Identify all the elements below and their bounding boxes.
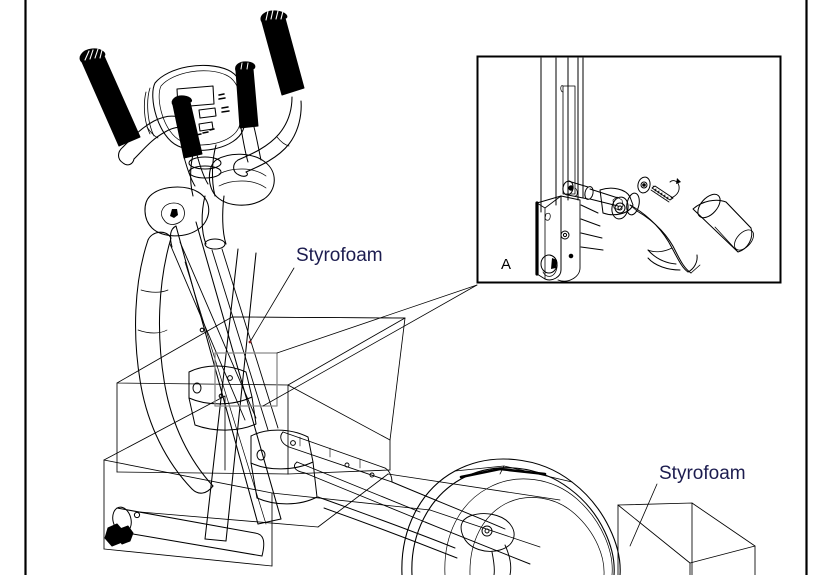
foam-grip-center-right (235, 61, 259, 129)
detail-leader-lines (262, 284, 478, 407)
inset-bracket-plate (535, 195, 581, 282)
foam-grip-center-left (171, 95, 203, 159)
flywheel-shroud (401, 458, 621, 575)
label-styrofoam-top: Styrofoam (296, 245, 383, 266)
inset-pedal-arm (629, 204, 701, 274)
rear-link-arms (317, 481, 531, 565)
leader-styrofoam-top (249, 267, 295, 343)
inset-end-cap (692, 193, 754, 253)
inset-roller-tube (599, 187, 640, 220)
styrofoam-block-rear (617, 502, 756, 575)
foam-grip-right (260, 9, 305, 96)
handlebar-right-arm (233, 96, 302, 177)
package-outline (271, 473, 561, 548)
console-display (143, 64, 247, 151)
inset-hatch-marks (580, 204, 604, 251)
drive-link-bars (169, 241, 279, 431)
callout-region-rect (214, 352, 278, 407)
pedal-rail-assembly (280, 431, 426, 523)
rear-pivot-cluster (460, 513, 515, 575)
foam-grip-left (79, 48, 141, 147)
rear-strut (204, 248, 257, 542)
inset-fasteners (637, 176, 681, 203)
label-detail-callout-a: A (501, 256, 512, 273)
upright-mast (169, 221, 282, 525)
front-stabilizer-assembly (112, 506, 265, 557)
foot-pedal-right (250, 429, 318, 505)
transport-wheel-left (104, 523, 134, 547)
label-styrofoam-bottom: Styrofoam (659, 463, 746, 484)
pedal-arm-left (135, 231, 214, 494)
inset-mast-tubes (540, 57, 584, 213)
leader-styrofoam-bottom (629, 483, 658, 547)
foot-pedal-left (188, 365, 257, 431)
